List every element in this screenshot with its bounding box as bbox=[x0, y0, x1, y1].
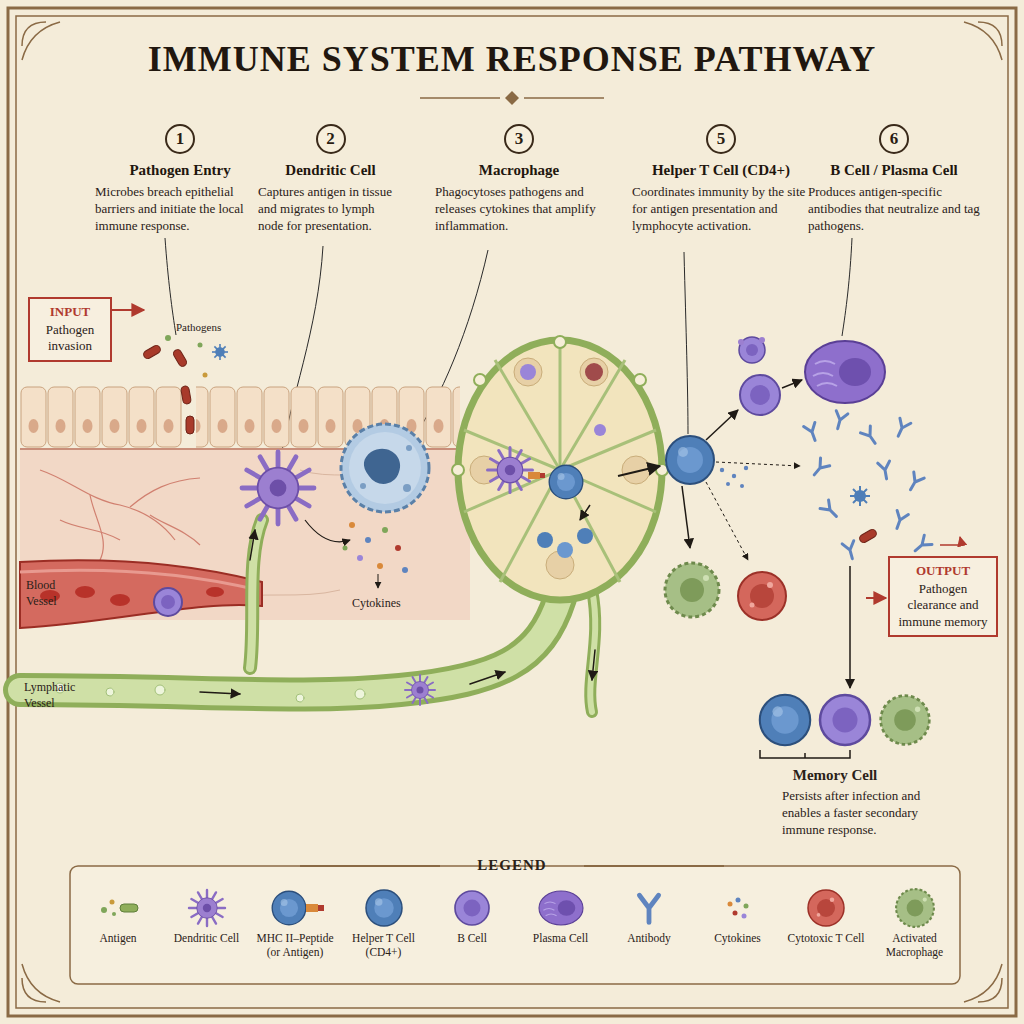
step-heading: Macrophage bbox=[435, 162, 603, 179]
lymph-node bbox=[452, 336, 668, 600]
legend-icon bbox=[521, 888, 601, 928]
legend-icon bbox=[255, 888, 335, 928]
vessel-label: Lymphatic Vessel bbox=[24, 680, 94, 711]
legend-icon bbox=[698, 888, 778, 928]
legend-text: Antibody bbox=[605, 932, 693, 946]
legend-item: Antibody bbox=[605, 888, 693, 946]
callout-number: 2 bbox=[316, 124, 346, 154]
callout-number: 3 bbox=[504, 124, 534, 154]
blood-vessel bbox=[20, 560, 262, 628]
flow-arrow bbox=[305, 520, 350, 542]
diagram-title: IMMUNE SYSTEM RESPONSE PATHWAY bbox=[0, 38, 1024, 80]
step-callout: 6 B Cell / Plasma CellProduces antigen-sp… bbox=[808, 124, 980, 235]
callout-number: 6 bbox=[879, 124, 909, 154]
legend-item: MHC II–Peptide (or Antigen) bbox=[251, 888, 339, 960]
legend-icon bbox=[344, 888, 424, 928]
step-heading: B Cell / Plasma Cell bbox=[808, 162, 980, 179]
step-heading: Pathogen Entry bbox=[95, 162, 265, 179]
legend-icon bbox=[432, 888, 512, 928]
legend-icon bbox=[875, 888, 955, 928]
step-callout: 1Pathogen EntryMicrobes breach epithelia… bbox=[95, 124, 265, 235]
io-box: INPUT Pathogen invasion bbox=[28, 297, 112, 362]
step-callout: 5Helper T Cell (CD4+) Coordinates immunit… bbox=[632, 124, 810, 235]
legend-item: Dendritic Cell bbox=[163, 888, 251, 946]
cytokine-dots bbox=[343, 522, 409, 588]
legend-text: Dendritic Cell bbox=[163, 932, 251, 946]
legend-text: MHC II–Peptide (or Antigen) bbox=[251, 932, 339, 960]
io-box: OUTPUT Pathogen clearance and immune memo… bbox=[888, 556, 998, 637]
legend-frame bbox=[70, 866, 960, 984]
legend-text: Cytokines bbox=[694, 932, 782, 946]
dendritic-cell bbox=[242, 452, 314, 524]
step-description: Phagocytoses pathogens and releases cyto… bbox=[435, 184, 603, 235]
legend-icon bbox=[609, 888, 689, 928]
memory-heading: Memory Cell bbox=[755, 766, 915, 786]
legend-text: Helper T Cell (CD4+) bbox=[340, 932, 428, 960]
legend-heading: LEGEND bbox=[452, 856, 572, 876]
io-heading: INPUT bbox=[34, 304, 106, 320]
callout-number: 5 bbox=[706, 124, 736, 154]
step-description: Produces antigen-specific antibodies tha… bbox=[808, 184, 980, 235]
legend-text: Plasma Cell bbox=[517, 932, 605, 946]
io-description: Pathogen invasion bbox=[34, 322, 106, 355]
legend-item: B Cell bbox=[428, 888, 516, 946]
legend-item: Cytotoxic T Cell bbox=[782, 888, 870, 946]
legend-icon bbox=[78, 888, 158, 928]
step-callout: 2Dendritic CellCaptures antigen in tissu… bbox=[258, 124, 403, 235]
macrophage bbox=[341, 424, 429, 512]
step-description: Captures antigen in tissue and migrates … bbox=[258, 184, 403, 235]
callout-number: 1 bbox=[165, 124, 195, 154]
step-description: Microbes breach epithelial barriers and … bbox=[95, 184, 265, 235]
legend-item: Antigen bbox=[74, 888, 162, 946]
step-description: Coordinates immunity by the site for ant… bbox=[632, 184, 810, 235]
legend-text: Antigen bbox=[74, 932, 162, 946]
frame bbox=[8, 8, 1016, 1016]
pathogen-label: Pathogens bbox=[176, 320, 256, 334]
legend-text: Cytotoxic T Cell bbox=[782, 932, 870, 946]
io-heading: OUTPUT bbox=[894, 563, 992, 579]
legend-icon bbox=[167, 888, 247, 928]
memory-description: Persists after infection and enables a f… bbox=[782, 788, 962, 839]
migrating-dendritic-cell bbox=[405, 675, 435, 705]
pathogens bbox=[142, 335, 228, 434]
adaptive-response bbox=[112, 310, 962, 758]
legend-item: Helper T Cell (CD4+) bbox=[340, 888, 428, 960]
legend-item: Cytokines bbox=[694, 888, 782, 946]
vessel-label: Blood Vessel bbox=[26, 578, 76, 609]
io-description: Pathogen clearance and immune memory bbox=[894, 581, 992, 630]
legend-text: B Cell bbox=[428, 932, 516, 946]
legend-icon bbox=[786, 888, 866, 928]
legend-item: Plasma Cell bbox=[517, 888, 605, 946]
step-heading: Helper T Cell (CD4+) bbox=[632, 162, 810, 179]
cytokine-label: Cytokines bbox=[352, 596, 432, 612]
legend-item: Activated Macrophage bbox=[871, 888, 959, 960]
step-heading: Dendritic Cell bbox=[258, 162, 403, 179]
step-callout: 3MacrophagePhagocytoses pathogens and re… bbox=[435, 124, 603, 235]
legend-text: Activated Macrophage bbox=[871, 932, 959, 960]
